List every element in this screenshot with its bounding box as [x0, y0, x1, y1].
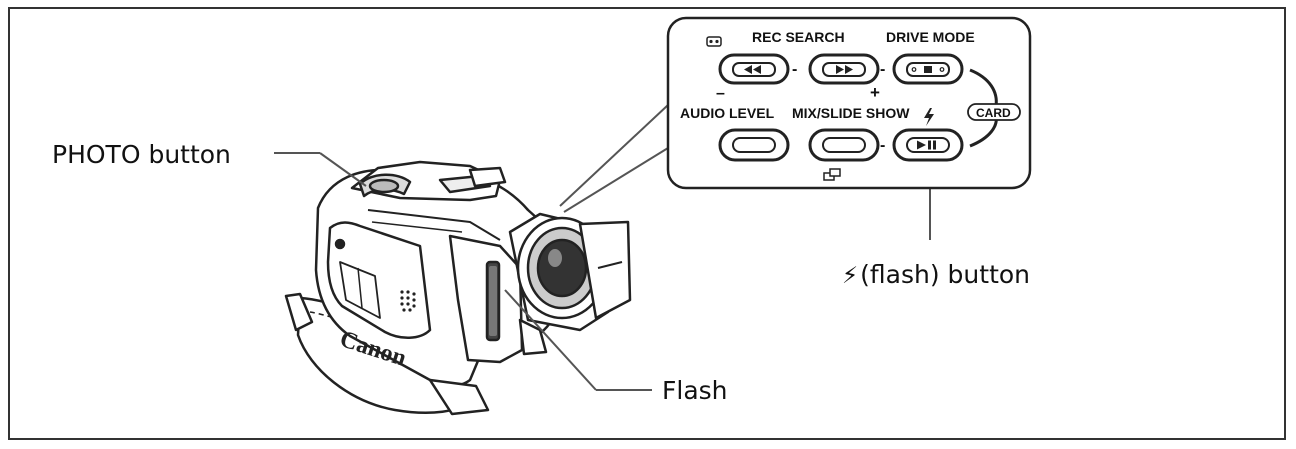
photo-button-callout: PHOTO button: [52, 142, 231, 167]
rec-search-dash: -: [792, 61, 797, 78]
lcd-panel: [578, 220, 632, 320]
button-panel-frame: [666, 16, 1032, 190]
flash-button-callout: ⚡(flash) button: [842, 262, 1030, 288]
minus-sign: –: [716, 85, 725, 102]
drive-mode-dash: -: [880, 61, 885, 78]
lightning-bolt-icon: ⚡: [842, 263, 859, 289]
card-bracket: [969, 68, 998, 107]
flash-button-label: (flash) button: [860, 260, 1031, 289]
fast-forward-button[interactable]: [808, 53, 880, 85]
flash-label: Flash: [662, 376, 728, 405]
mix-slide-show-button[interactable]: [808, 128, 880, 162]
card-badge: CARD: [967, 103, 1021, 121]
diagram-frame: [8, 7, 1286, 440]
slide-show-icon: [823, 168, 841, 181]
zoom-line-bottom: [563, 147, 669, 213]
fast-forward-icon: [836, 65, 853, 74]
drive-mode-button[interactable]: [892, 53, 964, 85]
rewind-icon: [744, 65, 761, 74]
play-pause-icon: [917, 140, 936, 150]
button-panel: REC SEARCH DRIVE MODE AUDIO LEVEL MIX/SL…: [666, 16, 1032, 190]
play-pause-button[interactable]: [892, 128, 964, 162]
drive-mode-label: DRIVE MODE: [886, 29, 975, 45]
play-pause-dash: -: [880, 137, 885, 154]
rewind-button[interactable]: [718, 53, 790, 85]
rec-search-label: REC SEARCH: [752, 29, 845, 45]
photo-button-label: PHOTO button: [52, 140, 231, 169]
tape-icon: [706, 36, 722, 47]
stop-icon: [911, 66, 945, 73]
flash-callout: Flash: [662, 378, 728, 403]
card-label: CARD: [976, 106, 1011, 120]
camcorder-illustration: Canon: [284, 160, 632, 416]
plus-sign: +: [870, 83, 880, 102]
flash-leader: [504, 289, 597, 391]
callout-lines: [274, 104, 931, 391]
zoom-line-top: [559, 104, 669, 207]
lightning-bolt-icon: [924, 108, 934, 126]
audio-level-label: AUDIO LEVEL: [680, 105, 775, 121]
mix-slide-show-label: MIX/SLIDE SHOW: [792, 105, 910, 121]
audio-level-button[interactable]: [718, 128, 790, 162]
